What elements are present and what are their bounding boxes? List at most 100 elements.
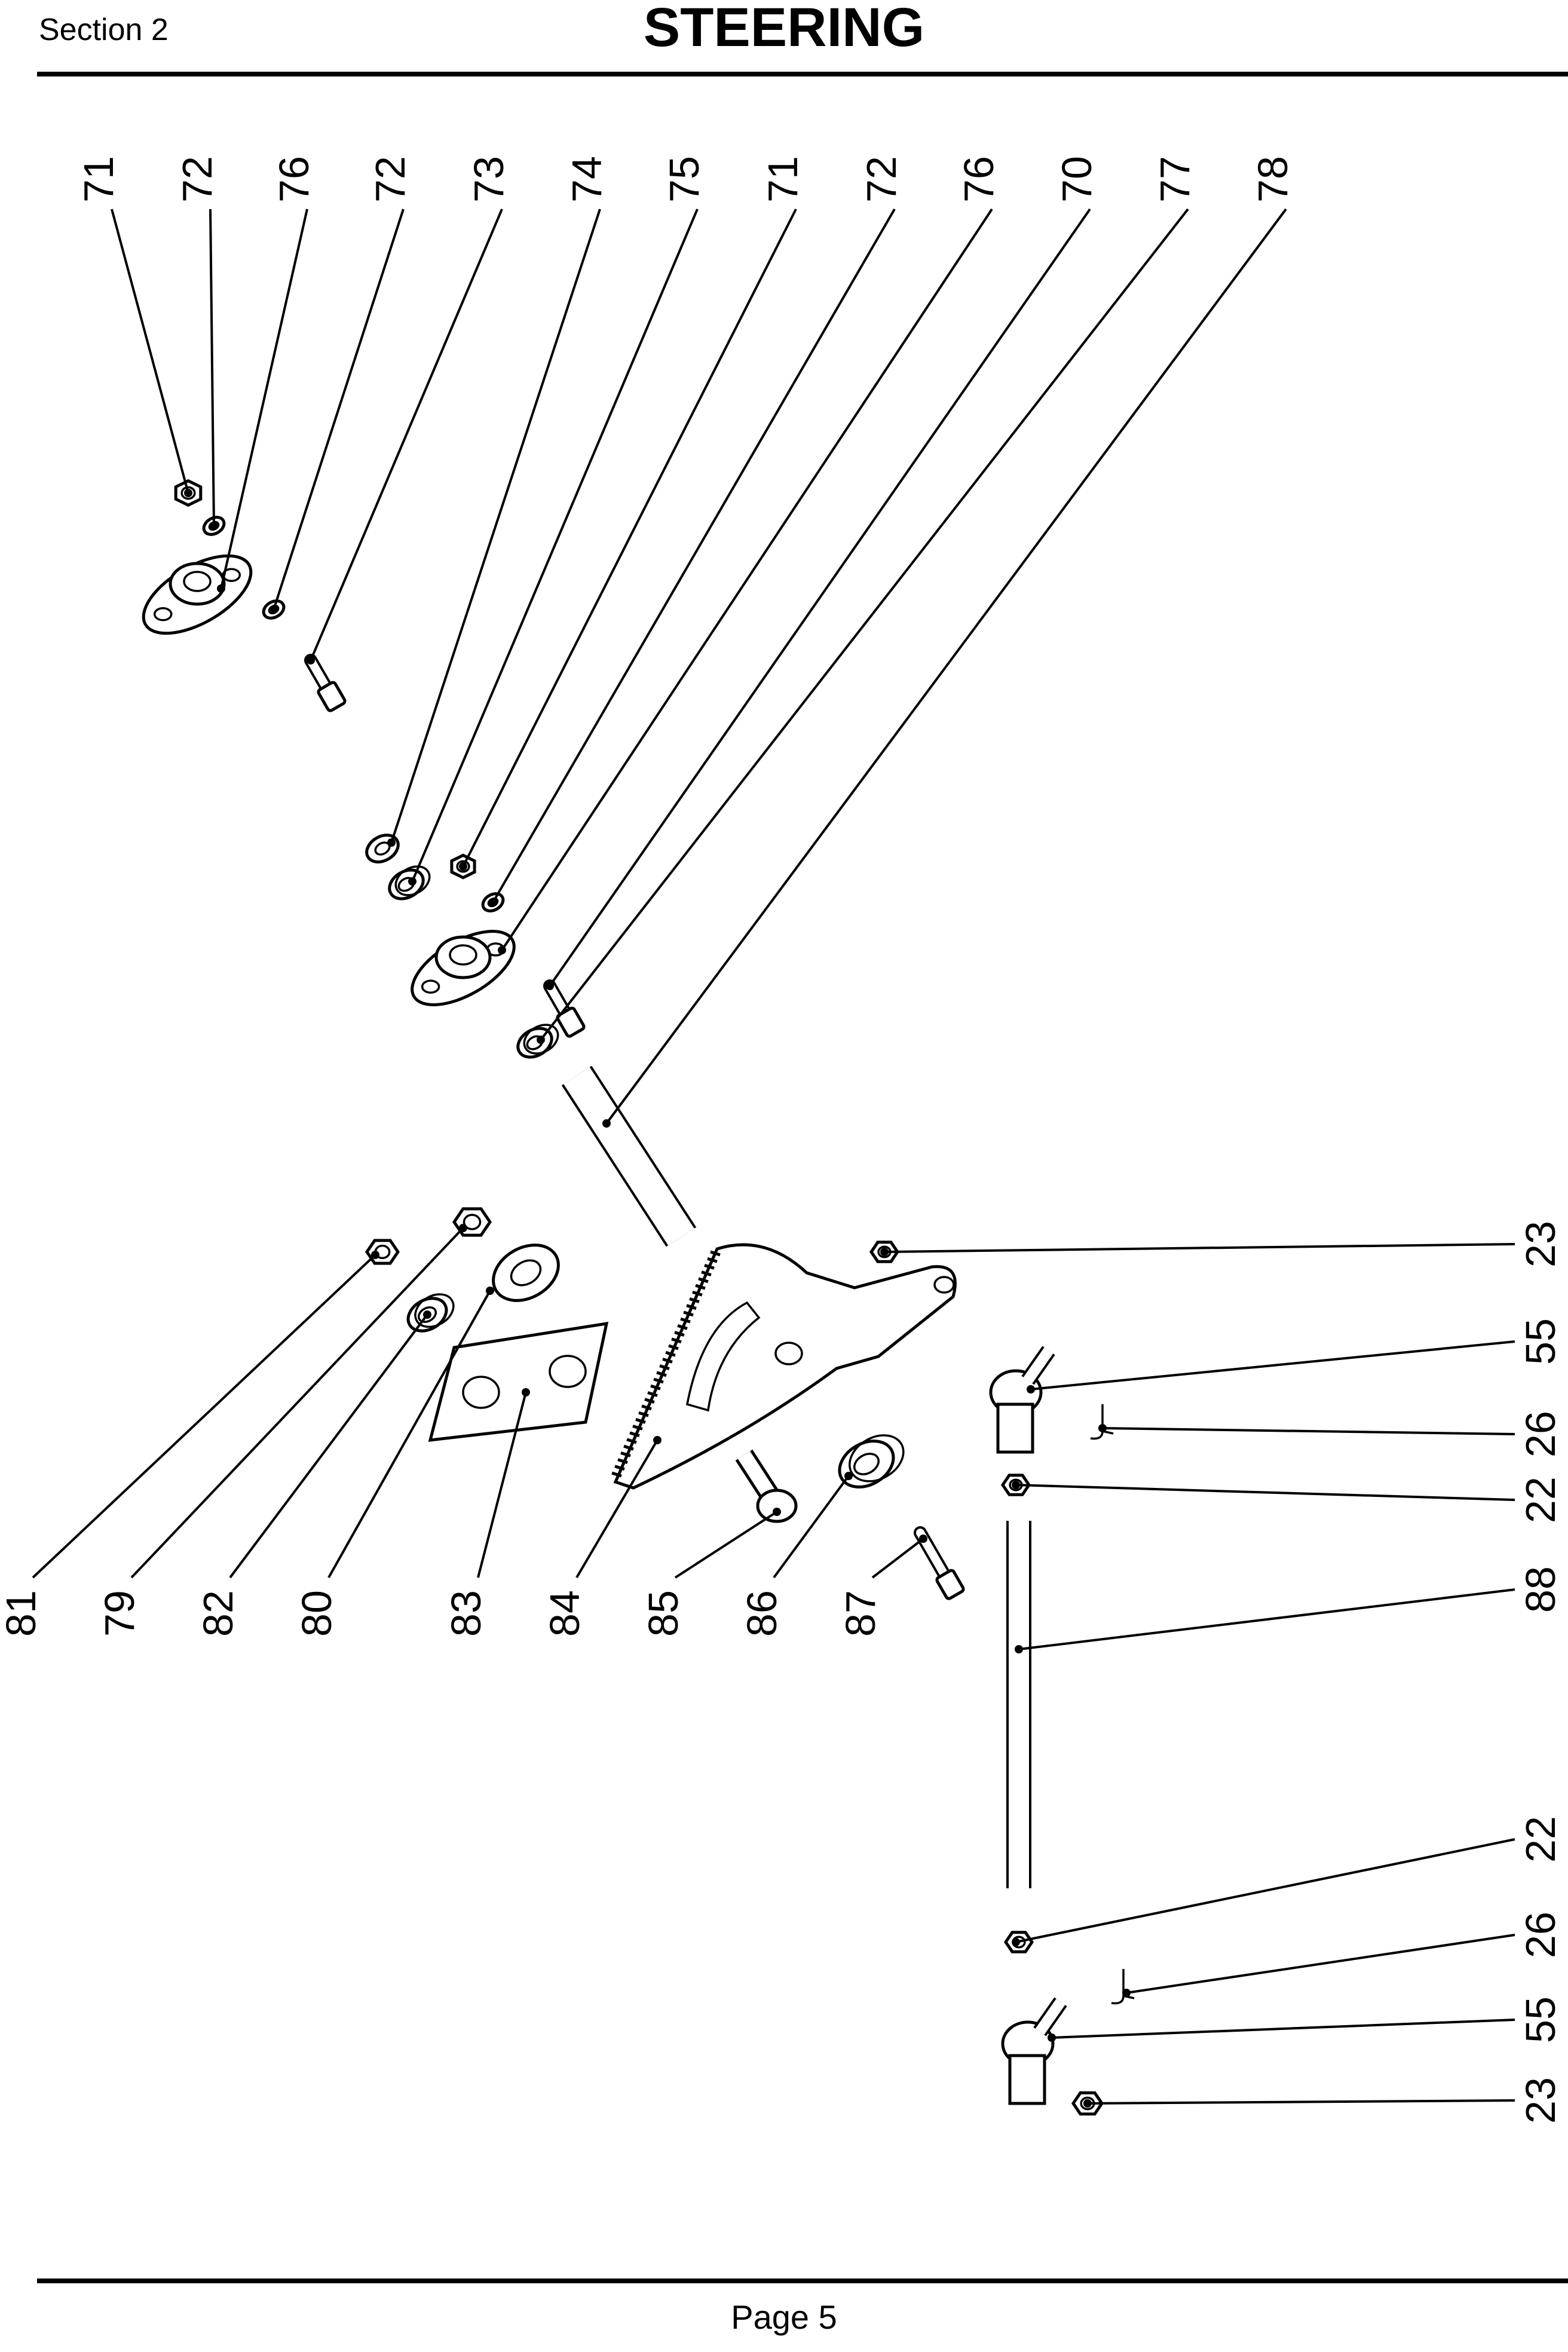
leader-dot-right-2: [1027, 1385, 1035, 1394]
leader-dot-top-11: [546, 982, 554, 990]
callout-top-3: 76: [271, 156, 317, 203]
leader-bottom-7: [674, 1511, 778, 1579]
parts-layer: [142, 479, 1135, 2116]
leader-dot-top-7: [408, 877, 416, 886]
callout-right-3: 26: [1517, 1411, 1564, 1457]
leader-dot-right-8: [1048, 2034, 1056, 2042]
leader-dot-bottom-9: [919, 1535, 927, 1543]
callout-top-11: 70: [1054, 156, 1100, 203]
leader-bottom-4: [327, 1290, 491, 1578]
callout-bottom-4: 80: [293, 1590, 340, 1637]
leader-bottom-9: [871, 1538, 924, 1579]
callout-bottom-7: 85: [640, 1590, 687, 1637]
leader-top-1: [111, 209, 189, 494]
callout-top-7: 75: [661, 156, 708, 203]
part-bolt-5: [304, 654, 347, 712]
leader-dot-top-4: [270, 605, 278, 614]
leaders-layer: [32, 208, 1515, 2108]
callout-top-12: 77: [1152, 156, 1198, 203]
leader-dot-bottom-7: [773, 1508, 781, 1516]
part-ball-joint-21: [1001, 1997, 1067, 2105]
callout-top-13: 78: [1250, 156, 1296, 203]
callout-right-2: 55: [1517, 1318, 1564, 1365]
leader-bottom-2: [130, 1227, 464, 1579]
leader-dot-top-13: [602, 1119, 611, 1128]
leader-dot-right-3: [1098, 1424, 1107, 1432]
leader-dot-top-1: [184, 489, 192, 497]
callout-top-1: 71: [75, 156, 122, 203]
header-rule: [37, 72, 1568, 76]
section-label: Section 2: [39, 13, 169, 47]
leader-bottom-8: [773, 1475, 850, 1579]
part-cotter-pin-20: [1111, 1969, 1135, 2005]
leader-bottom-3: [229, 1313, 428, 1579]
page-title: STEERING: [643, 0, 925, 58]
leader-dot-right-9: [1083, 2099, 1092, 2108]
leader-right-1: [884, 1243, 1515, 1253]
part-washer-26: [492, 1244, 560, 1302]
leader-dot-top-9: [489, 898, 497, 906]
part-bearing-flange-10: [411, 930, 516, 1006]
leader-dot-top-10: [498, 946, 506, 954]
part-shoulder-bolt-29: [735, 1449, 798, 1523]
callout-bottom-6: 84: [541, 1590, 588, 1637]
leader-dot-bottom-1: [371, 1251, 379, 1259]
callout-top-6: 74: [564, 156, 610, 203]
part-bushing-30: [838, 1434, 905, 1489]
leader-top-13: [605, 208, 1287, 1125]
leader-top-3: [220, 209, 308, 589]
part-bolt-31: [914, 1526, 965, 1600]
callout-right-4: 22: [1517, 1477, 1564, 1523]
leader-dot-right-4: [1012, 1481, 1020, 1489]
callout-bottom-8: 86: [739, 1590, 785, 1637]
leader-dot-top-8: [459, 862, 467, 871]
callout-top-10: 76: [956, 156, 1002, 203]
leader-right-6: [1015, 1838, 1515, 1943]
leader-dot-bottom-8: [844, 1472, 853, 1480]
leader-right-4: [1015, 1484, 1515, 1501]
callout-right-8: 55: [1517, 1996, 1564, 2043]
callout-top-9: 72: [858, 156, 905, 203]
callout-top-5: 73: [466, 156, 512, 203]
leader-right-8: [1051, 2019, 1515, 2039]
callout-bottom-9: 87: [837, 1590, 884, 1637]
leader-top-10: [501, 208, 993, 951]
page-number: Page 5: [731, 2298, 837, 2336]
part-cotter-pin-16: [1090, 1404, 1114, 1440]
leader-top-9: [492, 208, 896, 904]
callout-right-9: 23: [1517, 2077, 1564, 2124]
callout-bottom-5: 83: [443, 1590, 489, 1637]
callout-right-6: 22: [1517, 1816, 1564, 1863]
leader-bottom-5: [477, 1392, 527, 1578]
callout-bottom-2: 79: [96, 1590, 143, 1637]
leader-top-7: [411, 209, 699, 882]
leader-dot-top-5: [307, 656, 315, 664]
footer-rule: [37, 2278, 1568, 2283]
leader-dot-top-2: [210, 522, 218, 530]
leader-top-5: [310, 209, 503, 661]
leader-dot-bottom-6: [653, 1436, 662, 1444]
callout-right-7: 26: [1517, 1912, 1564, 1958]
leader-top-2: [209, 209, 215, 526]
leader-right-7: [1126, 1934, 1515, 1994]
leader-right-3: [1102, 1427, 1515, 1435]
callout-right-5: 88: [1517, 1566, 1564, 1613]
leader-bottom-6: [575, 1439, 659, 1579]
leader-dot-bottom-3: [423, 1310, 431, 1319]
leader-top-6: [390, 209, 601, 843]
leader-dot-bottom-4: [486, 1287, 494, 1295]
callout-top-2: 72: [174, 156, 220, 203]
part-bearing-flange-3: [142, 554, 253, 635]
leader-top-8: [462, 209, 797, 867]
part-sector-gear-28: [611, 1243, 957, 1490]
leader-dot-top-3: [217, 584, 225, 593]
callout-top-8: 71: [760, 156, 806, 203]
leader-dot-bottom-2: [459, 1224, 467, 1232]
leader-top-12: [540, 208, 1189, 1041]
part-plate-27: [428, 1321, 609, 1442]
part-ball-joint-15: [989, 1346, 1055, 1454]
callout-bottom-3: 82: [195, 1590, 241, 1637]
